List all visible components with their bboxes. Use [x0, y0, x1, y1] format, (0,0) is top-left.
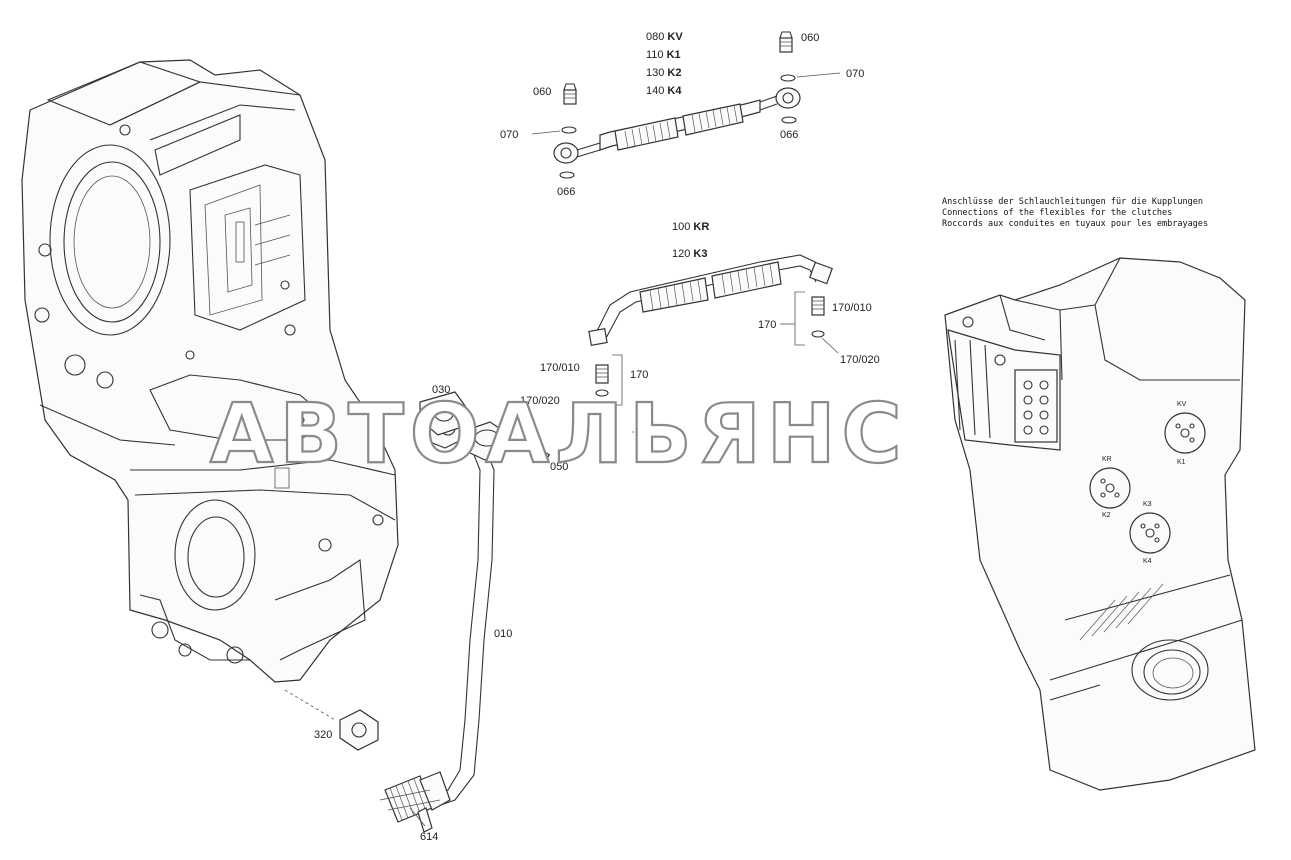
code-k1: K1 [667, 49, 681, 61]
transmission-housing-right [944, 257, 1256, 791]
svg-text:120 K3: 120 K3 [672, 248, 707, 260]
svg-text:100 KR: 100 KR [672, 221, 709, 233]
part-label-170-010-mid: 170/010 [540, 362, 580, 374]
part-label-060-right: 060 [801, 32, 819, 44]
code-num-110: 110 [646, 49, 664, 61]
code-k4: K4 [667, 85, 682, 97]
port-label-k2: K2 [1102, 512, 1111, 519]
part-label-070-right: 070 [846, 68, 864, 80]
svg-text:130 K2: 130 K2 [646, 67, 681, 79]
part-label-170-right: 170 [758, 319, 776, 331]
part-label-170-020-mid: 170/020 [520, 395, 560, 407]
hose-top-codes: 080 KV 110 K1 130 K2 140 K4 [646, 31, 683, 97]
code-num-140: 140 [646, 85, 664, 97]
code-num-080: 080 [646, 31, 664, 43]
part-label-170-010-right: 170/010 [832, 302, 872, 314]
part-label-614: 614 [420, 831, 438, 843]
part-label-070-left: 070 [500, 129, 518, 141]
part-label-066-left: 066 [557, 186, 575, 198]
hose-mid-codes: 100 KR 120 K3 [672, 221, 709, 260]
part-label-170-020-right: 170/020 [840, 354, 880, 366]
transmission-housing-left [21, 59, 399, 683]
hose-assembly-mid [588, 254, 839, 406]
clutch-connection-note: Anschlüsse der Schlauchleitungen für die… [942, 197, 1208, 229]
port-kv-k1 [1164, 412, 1206, 454]
hose-assembly-top [531, 31, 841, 179]
port-k3-k4 [1129, 512, 1171, 554]
code-num-120: 120 [672, 248, 690, 260]
part-label-060-left: 060 [533, 86, 551, 98]
code-kv: KV [667, 31, 683, 43]
code-k2: K2 [667, 67, 681, 79]
note-line-de: Anschlüsse der Schlauchleitungen für die… [942, 197, 1203, 207]
part-label-170-mid: 170 [630, 369, 648, 381]
note-line-en: Connections of the flexibles for the clu… [942, 208, 1172, 218]
note-line-fr: Roccords aux conduites en tuyaux pour le… [942, 219, 1208, 229]
part-label-320: 320 [314, 729, 332, 741]
port-label-k3: K3 [1143, 501, 1152, 508]
port-label-kr: KR [1102, 456, 1112, 463]
code-num-100: 100 [672, 221, 690, 233]
svg-text:080 KV: 080 KV [646, 31, 683, 43]
port-label-kv: KV [1177, 401, 1187, 408]
gasket-030 [419, 391, 469, 436]
port-kr-k2 [1089, 467, 1131, 509]
part-label-030: 030 [432, 384, 450, 396]
part-label-010: 010 [494, 628, 512, 640]
port-label-k1: K1 [1177, 459, 1186, 466]
watermark-text: АВТОАЛЬЯНС [210, 387, 908, 482]
code-k3: K3 [693, 248, 707, 260]
svg-text:110 K1: 110 K1 [646, 49, 681, 61]
part-label-050: 050 [550, 461, 568, 473]
part-label-066-right: 066 [780, 129, 798, 141]
code-num-130: 130 [646, 67, 664, 79]
port-label-k4: K4 [1143, 558, 1152, 565]
svg-text:140 K4: 140 K4 [646, 85, 682, 97]
code-kr: KR [693, 221, 709, 233]
